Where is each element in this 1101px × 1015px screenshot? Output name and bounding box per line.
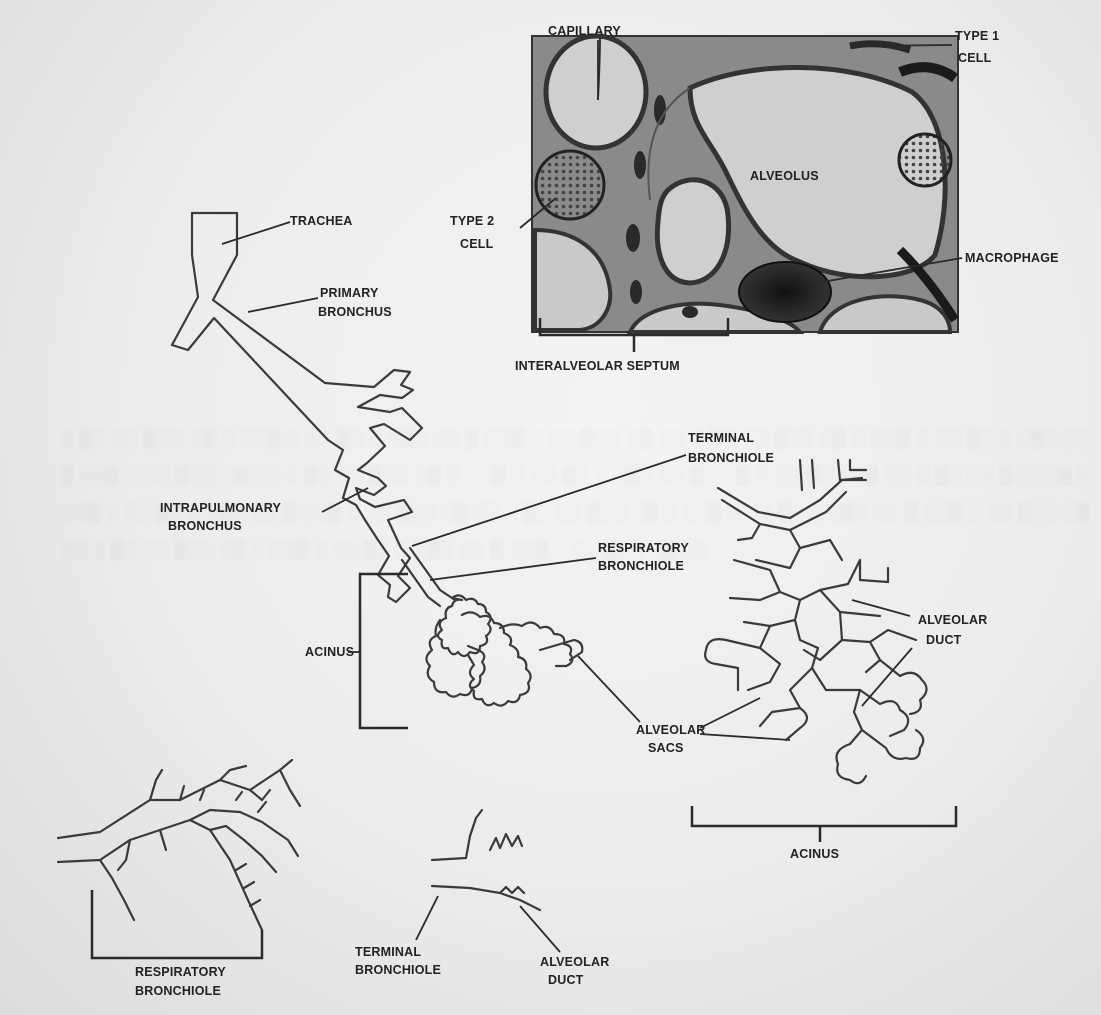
- label-interalveolar-septum: INTERALVEOLAR SEPTUM: [515, 359, 680, 373]
- label-type-1-cell-line2: CELL: [958, 51, 992, 65]
- type-2-cell: [536, 151, 604, 219]
- label-terminal-bronchiole-line1: TERMINAL: [688, 431, 754, 445]
- label-alveolar-sacs-line2: SACS: [648, 741, 684, 755]
- label-alveolar-sacs-line1: ALVEOLAR: [636, 723, 705, 737]
- small-alveolus: [657, 180, 728, 283]
- label-bottom-respiratory-bronchiole-line1: RESPIRATORY: [135, 965, 226, 979]
- label-acinus-left: ACINUS: [305, 645, 354, 659]
- label-trachea: TRACHEA: [290, 214, 353, 228]
- capillary-lumen: [546, 36, 646, 148]
- label-intrapulmonary-bronchus-line2: BRONCHUS: [168, 519, 242, 533]
- label-primary-bronchus-line2: BRONCHUS: [318, 305, 392, 319]
- label-respiratory-bronchiole-line2: BRONCHIOLE: [598, 559, 684, 573]
- label-bottom-alveolar-duct-line2: DUCT: [548, 973, 584, 987]
- label-type-2-cell-line1: TYPE 2: [450, 214, 494, 228]
- label-primary-bronchus-line1: PRIMARY: [320, 286, 379, 300]
- label-alveolar-duct-line2: DUCT: [926, 633, 962, 647]
- respiratory-bronchiole-bracket: [92, 890, 262, 958]
- label-type-2-cell-line2: CELL: [460, 237, 494, 251]
- acinus-detail: [705, 460, 926, 783]
- label-capillary: CAPILLARY: [548, 24, 621, 38]
- label-bottom-respiratory-bronchiole-line2: BRONCHIOLE: [135, 984, 221, 998]
- label-alveolar-duct-line1: ALVEOLAR: [918, 613, 987, 627]
- macrophage: [739, 262, 831, 322]
- respiratory-bronchiole-detail: [58, 760, 300, 930]
- terminal-to-duct-detail: [432, 810, 540, 910]
- label-respiratory-bronchiole-line1: RESPIRATORY: [598, 541, 689, 555]
- label-macrophage: MACROPHAGE: [965, 251, 1059, 265]
- label-alveolus: ALVEOLUS: [750, 169, 819, 183]
- label-type-1-cell-line1: TYPE 1: [955, 29, 999, 43]
- acinus-bracket-right: [692, 806, 956, 826]
- label-terminal-bronchiole-line2: BRONCHIOLE: [688, 451, 774, 465]
- label-acinus-bottom: ACINUS: [790, 847, 839, 861]
- label-bottom-terminal-bronchiole-line2: BRONCHIOLE: [355, 963, 441, 977]
- label-bottom-alveolar-duct-line1: ALVEOLAR: [540, 955, 609, 969]
- alveolus-micrograph: [532, 36, 958, 332]
- label-intrapulmonary-bronchus-line1: INTRAPULMONARY: [160, 501, 282, 515]
- label-bottom-terminal-bronchiole-line1: TERMINAL: [355, 945, 421, 959]
